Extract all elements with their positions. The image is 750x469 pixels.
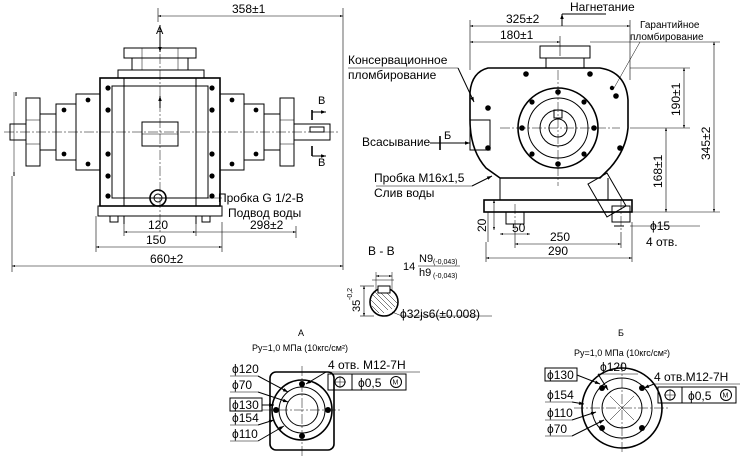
- fit-h9: h9: [419, 267, 431, 279]
- fit-n9: N9: [419, 253, 433, 265]
- label-section-b: Б: [444, 130, 451, 142]
- flange-a-dim-2: ϕ130: [232, 398, 259, 412]
- dim-port-width: 150: [146, 233, 166, 247]
- dim-height-upper: 190±1: [669, 82, 683, 116]
- dim-hole-count: 4 отв.: [646, 235, 678, 249]
- dim-base-290: 290: [548, 244, 568, 258]
- flange-b-holes: 4 отв.М12-7Н: [654, 370, 728, 384]
- label-conservation-1: Консервационное: [348, 53, 448, 67]
- main-view: 358±1 А: [4, 2, 344, 272]
- label-warranty-1: Гарантийное: [640, 20, 700, 31]
- tol-n9: (-0,043): [433, 259, 458, 266]
- flange-a-tolerance: ϕ0,5: [358, 376, 382, 390]
- dim-height-axis: 168±1: [651, 154, 665, 188]
- dim-height-total: 345±2: [699, 126, 713, 160]
- view-mark-b-bottom: В: [318, 157, 325, 169]
- label-suction: Всасывание: [362, 135, 431, 149]
- flange-b: Б Pу=1,0 МПа (10кгс/см²) ϕ130 ϕ120 ϕ154 …: [544, 328, 740, 454]
- dim-overall-width: 660±2: [150, 252, 184, 266]
- view-mark-b-top: В: [318, 95, 325, 107]
- dim-base-250: 250: [550, 230, 570, 244]
- section-bb: В - В 14 N9 (-0,043) h9 (-0,043) 35 -0,2…: [347, 244, 492, 321]
- label-conservation-2: пломбирование: [348, 68, 437, 82]
- flange-b-dim-0: ϕ130: [547, 368, 574, 382]
- section-bb-title: В - В: [368, 244, 395, 258]
- callout-plug: Пробка G 1/2-B: [218, 191, 304, 205]
- label-discharge: Нагнетание: [570, 0, 635, 14]
- flange-a-dim-1: ϕ70: [232, 378, 252, 392]
- flange-a-dim-3: ϕ154: [232, 411, 259, 425]
- dim-base-50: 50: [512, 221, 526, 235]
- label-water-drain: Слив воды: [374, 186, 434, 200]
- dim-width-mid: 180±1: [500, 28, 534, 42]
- flange-b-title: Б: [618, 328, 624, 338]
- flange-a-dim-4: ϕ110: [232, 427, 258, 441]
- flange-b-modifier: M: [723, 393, 729, 400]
- dim-mount-spacing: 120: [148, 218, 168, 232]
- flange-a-pressure: Pу=1,0 МПа (10кгс/см²): [252, 343, 348, 353]
- side-view: Нагнетание 325±2 180±1 Гарантийное пломб…: [348, 0, 720, 262]
- flange-a: А Pу=1,0 МПа (10кгс/см²) ϕ120 ϕ70 ϕ130 ϕ…: [229, 328, 420, 456]
- dim-width-top: 325±2: [506, 12, 540, 26]
- depth-tol: -0,2: [347, 288, 354, 300]
- dim-base-20: 20: [475, 218, 489, 232]
- label-drain-plug: Пробка М16х1,5: [374, 171, 465, 185]
- shaft-diameter: ϕ32js6(±0.008): [400, 307, 480, 321]
- key-width: 14: [403, 261, 415, 273]
- flange-b-dim-2: ϕ154: [547, 388, 574, 402]
- callout-water-inlet: Подвод воды: [228, 206, 301, 220]
- flange-b-dim-3: ϕ110: [547, 406, 573, 420]
- dim-base-width: 298±2: [250, 218, 284, 232]
- dim-hole-dia: ϕ15: [650, 219, 670, 233]
- flange-a-dim-0: ϕ120: [232, 362, 259, 376]
- flange-b-dim-4: ϕ70: [547, 422, 567, 436]
- flange-a-holes: 4 отв. М12-7Н: [328, 358, 406, 372]
- flange-b-pressure: Pу=1,0 МПа (10кгс/см²): [574, 348, 670, 358]
- flange-a-modifier: M: [393, 380, 399, 387]
- flange-a-title: А: [298, 328, 304, 338]
- label-warranty-2: пломбирование: [630, 31, 704, 43]
- depth-dim: 35: [351, 300, 363, 312]
- flange-b-dim-1: ϕ120: [600, 360, 627, 374]
- tol-h9: (-0,043): [433, 273, 458, 280]
- dim-top-width: 358±1: [232, 2, 266, 16]
- flange-b-tolerance: ϕ0,5: [688, 389, 712, 403]
